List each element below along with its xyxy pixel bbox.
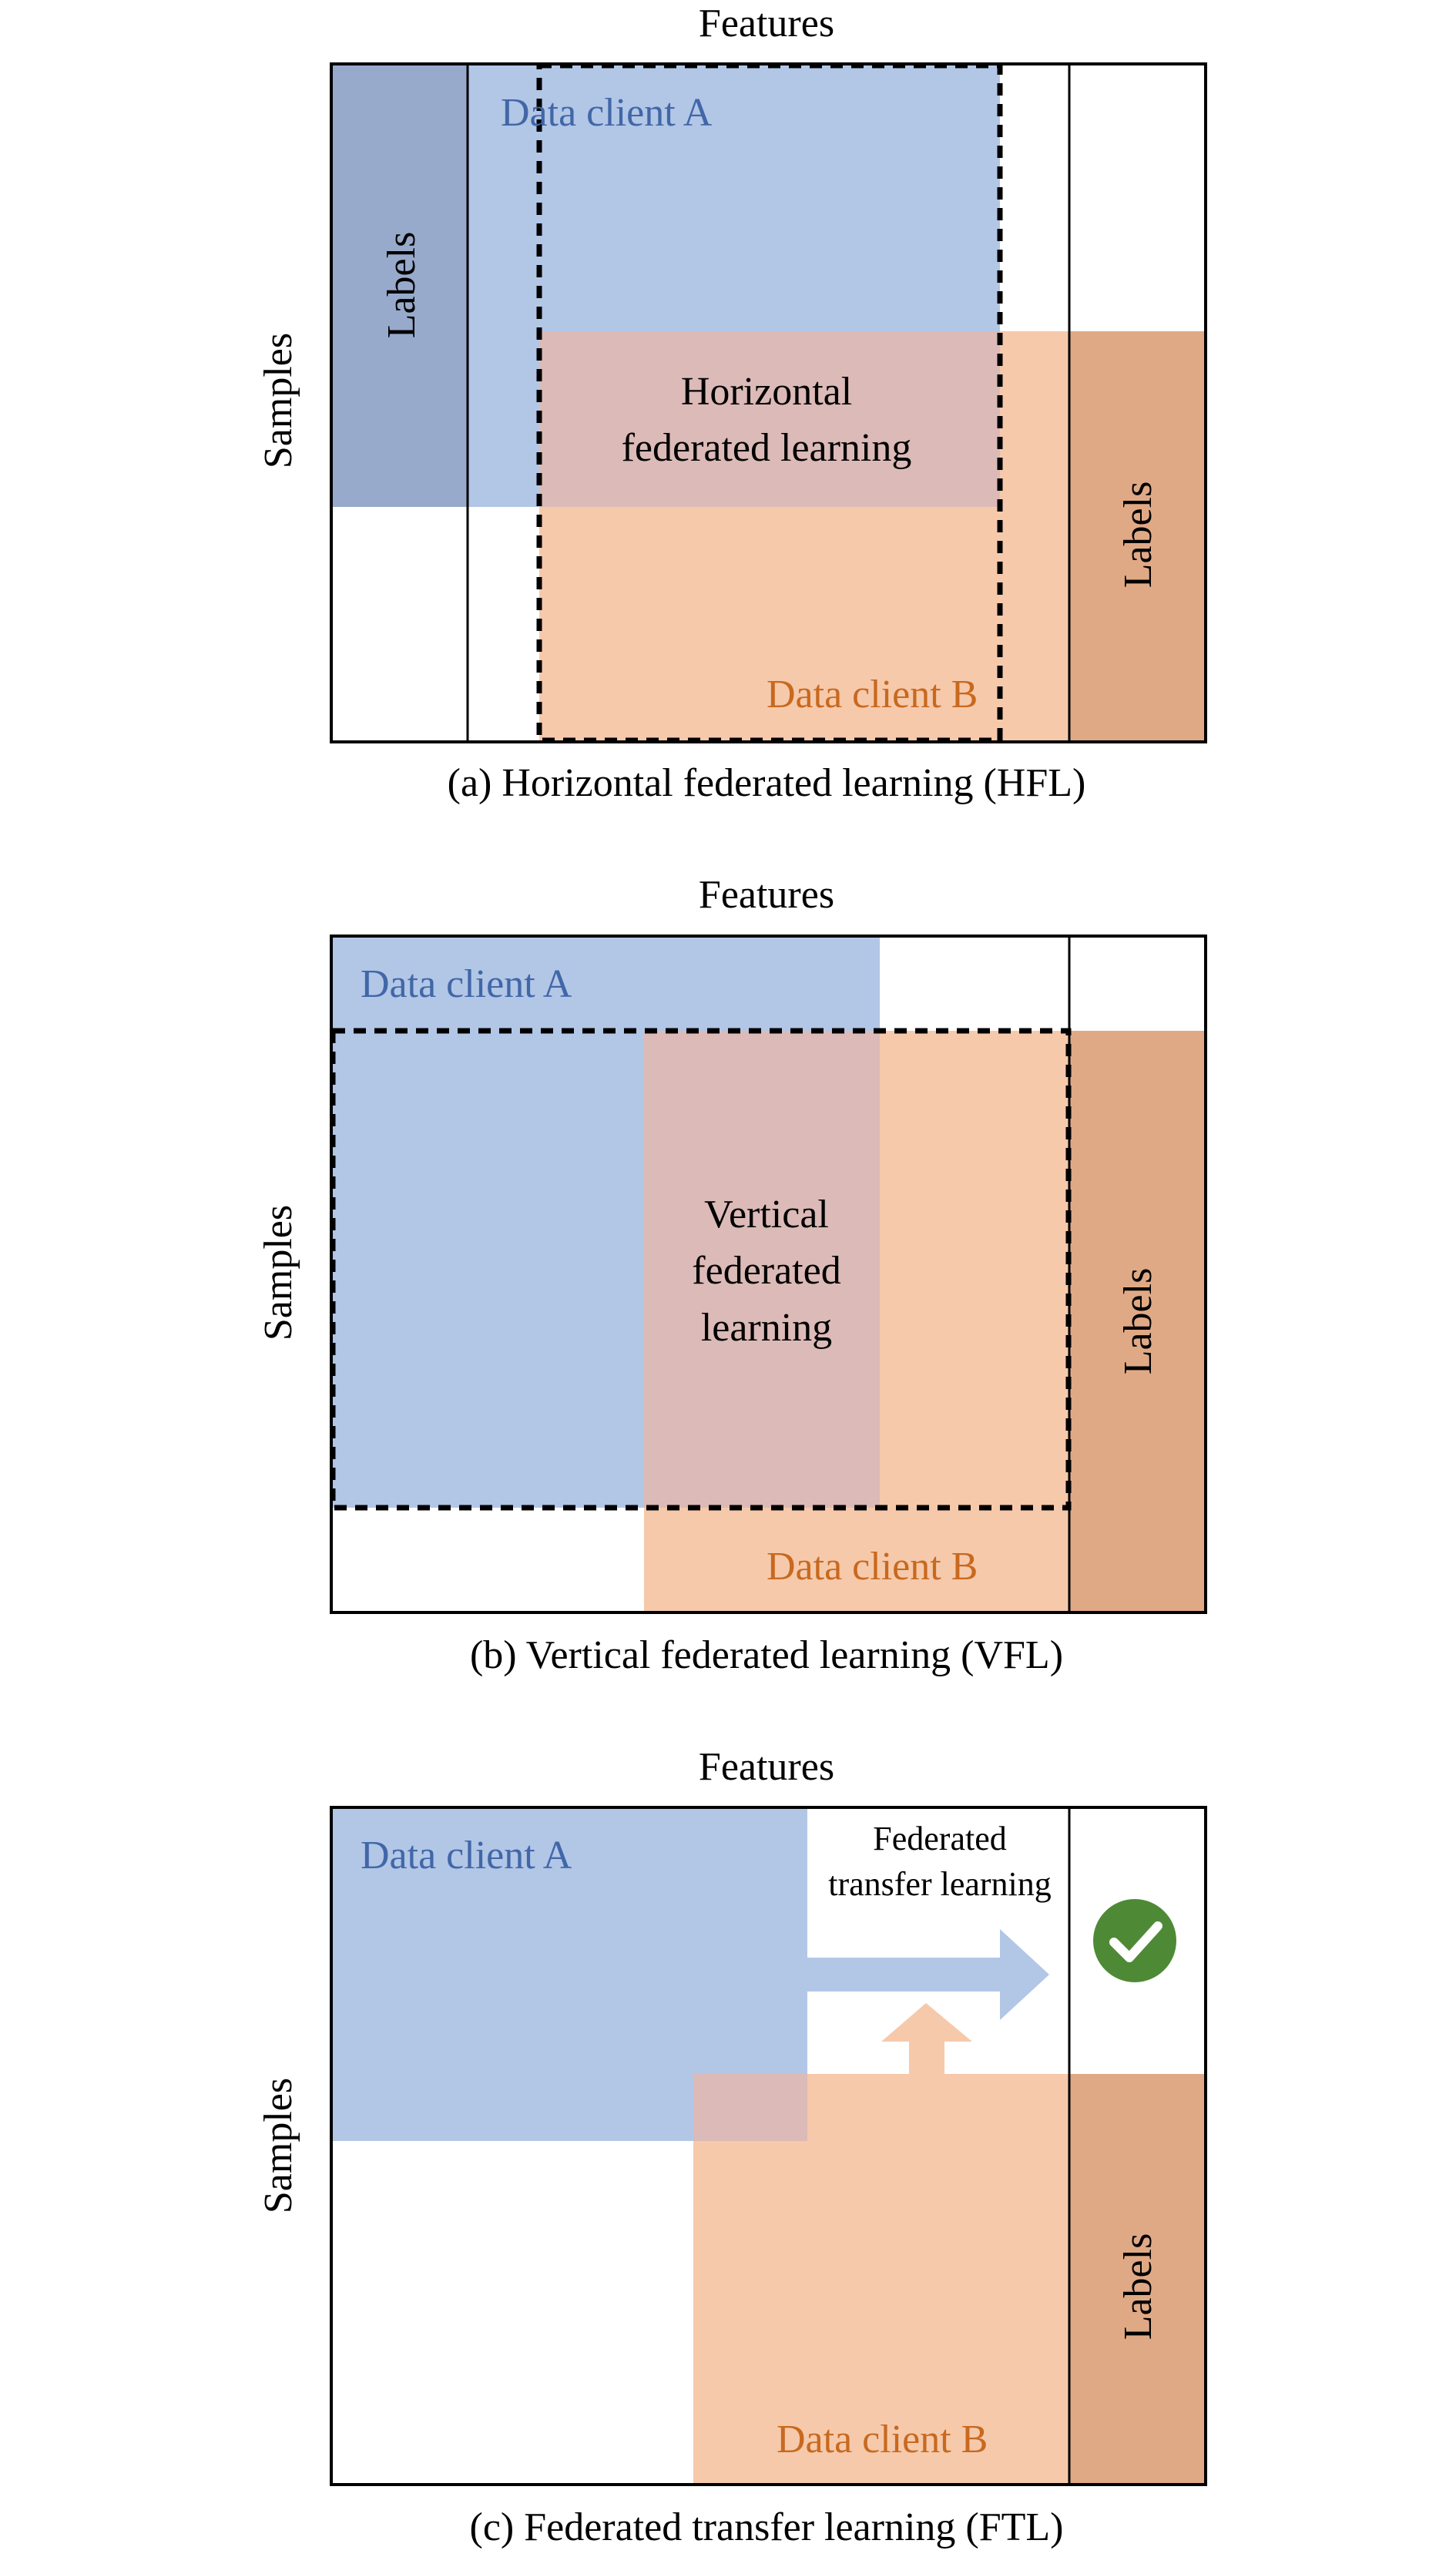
overlap-region (644, 1031, 880, 1508)
overlap-region (539, 331, 1000, 507)
samples-label: Samples (257, 333, 300, 468)
features-label: Features (699, 2, 834, 45)
check-circle-icon (1093, 1899, 1176, 1982)
client-a-label: Data client A (361, 1834, 572, 1877)
client-a-labels-column (331, 64, 468, 507)
client-b-region (693, 2074, 1069, 2485)
labels-text-b: Labels (1116, 482, 1160, 589)
labels-text-a: Labels (380, 232, 424, 339)
dashed-intersection-box (330, 1028, 1072, 1511)
hfl-center-line-2: federated learning (622, 426, 912, 470)
client-b-labels-column (1069, 1031, 1206, 1612)
panel-border (330, 935, 1207, 1614)
client-a-label: Data client A (501, 91, 713, 135)
transfer-arrow-up (881, 2003, 972, 2074)
client-b-label: Data client B (767, 1545, 978, 1589)
panel-border (330, 1806, 1207, 2486)
panel-ftl: Features Samples Labels Data client A Da… (257, 1745, 1207, 2549)
client-b-labels-column (1069, 331, 1206, 742)
labels-text-b: Labels (1116, 1268, 1160, 1375)
labels-text-b: Labels (1116, 2233, 1160, 2341)
panel-vfl: Features Samples Labels Data client A Da… (257, 873, 1207, 1677)
caption-hfl: (a) Horizontal federated learning (HFL) (448, 761, 1086, 805)
panel-hfl: Features Samples Labels Labels Data clie… (257, 2, 1207, 805)
samples-label: Samples (257, 2078, 300, 2213)
client-a-label: Data client A (361, 962, 572, 1006)
overlap-region (693, 2074, 807, 2141)
vfl-center-line-3: learning (701, 1306, 832, 1350)
dashed-intersection-box (536, 62, 1003, 743)
client-b-labels-column (1069, 2074, 1206, 2485)
hfl-center-line-1: Horizontal (681, 370, 852, 414)
transfer-line-2: transfer learning (828, 1865, 1052, 1903)
transfer-line-1: Federated (873, 1820, 1006, 1857)
caption-vfl: (b) Vertical federated learning (VFL) (470, 1633, 1063, 1677)
transfer-arrow-right (807, 1929, 1049, 2020)
vfl-center-line-2: federated (692, 1249, 840, 1293)
client-b-label: Data client B (767, 673, 978, 716)
features-label: Features (699, 1745, 834, 1789)
features-label: Features (699, 873, 834, 917)
client-b-label: Data client B (777, 2418, 988, 2461)
caption-ftl: (c) Federated transfer learning (FTL) (470, 2505, 1064, 2549)
vfl-center-line-1: Vertical (704, 1193, 829, 1237)
samples-label: Samples (257, 1205, 300, 1341)
